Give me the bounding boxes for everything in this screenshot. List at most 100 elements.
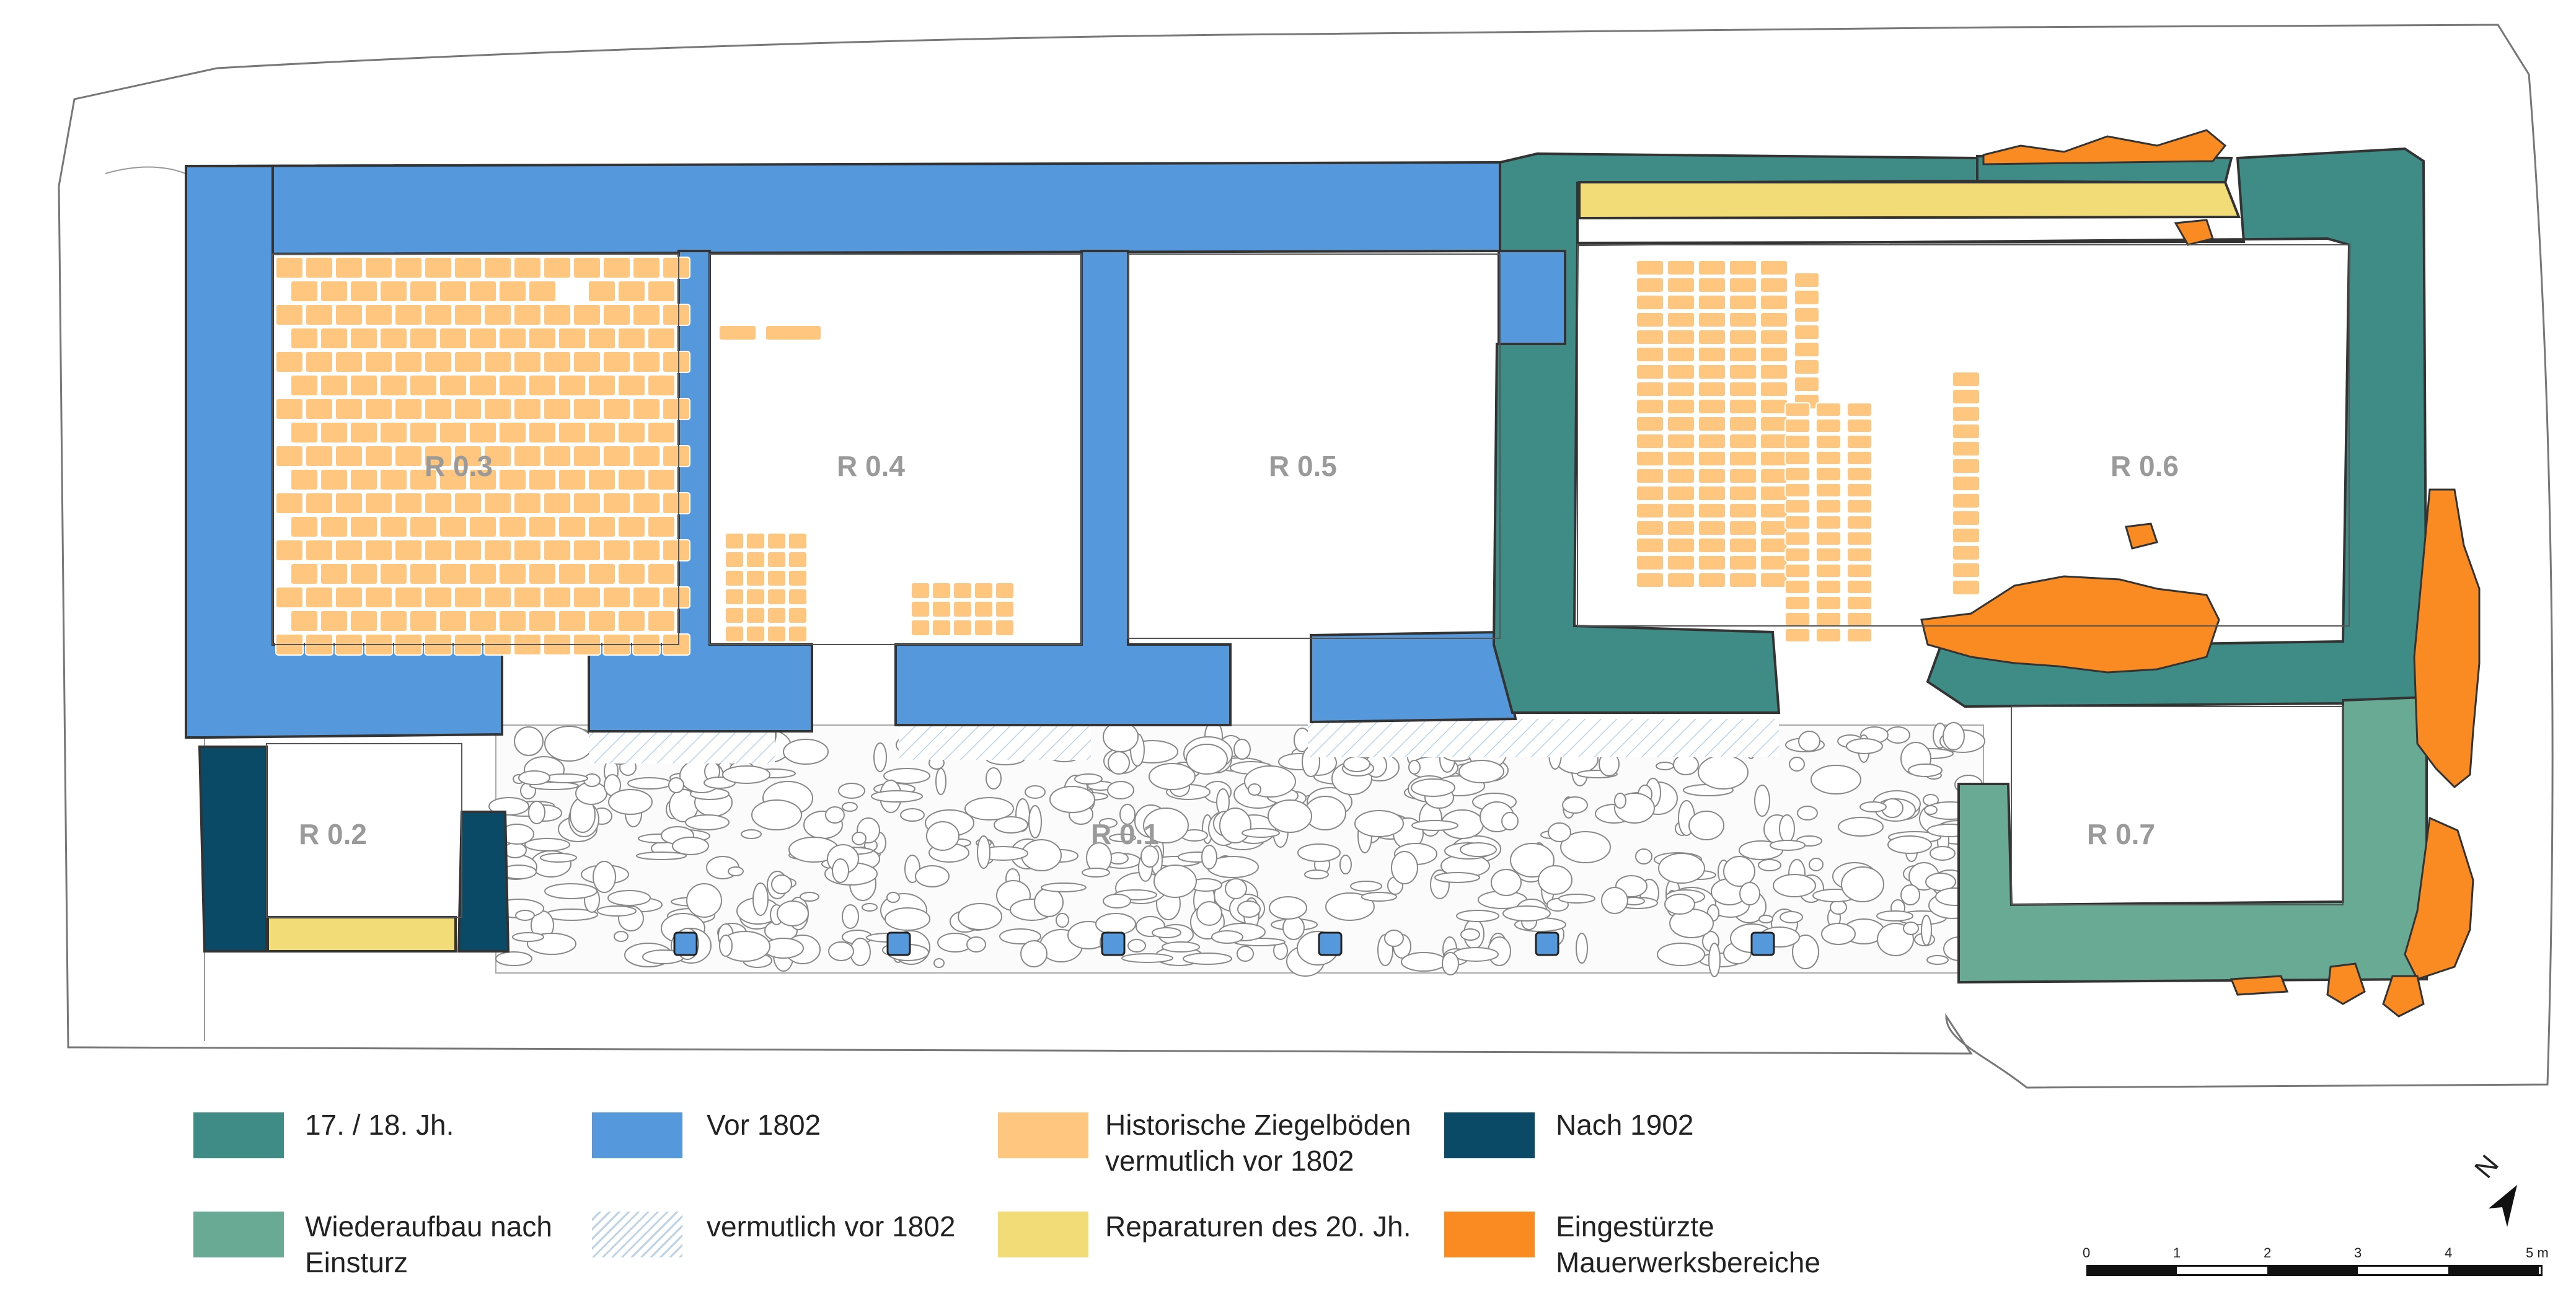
brick-tile bbox=[424, 586, 452, 609]
brick-tile bbox=[588, 374, 616, 397]
brick-tile bbox=[469, 421, 497, 444]
brick-tile bbox=[543, 398, 571, 420]
brick-tile bbox=[1760, 503, 1788, 519]
brick-tile bbox=[1667, 277, 1695, 293]
brick-tile bbox=[1760, 277, 1788, 293]
brick-tile bbox=[364, 492, 393, 514]
brick-tile bbox=[573, 351, 601, 373]
paving-stone bbox=[1859, 801, 1887, 812]
brick-tile bbox=[1729, 346, 1757, 363]
brick-tile bbox=[350, 516, 378, 538]
brick-tile bbox=[1698, 364, 1726, 380]
brick-tile bbox=[617, 421, 646, 444]
paving-stone bbox=[1792, 935, 1819, 969]
brick-tile bbox=[995, 582, 1015, 599]
brick-tile bbox=[1952, 441, 1980, 457]
brick-tile bbox=[528, 469, 557, 491]
paving-stone bbox=[1809, 858, 1824, 871]
paving-stone bbox=[1510, 843, 1555, 878]
brick-tile bbox=[662, 539, 690, 561]
brick-tile bbox=[1760, 433, 1788, 449]
brick-tile bbox=[1815, 563, 1842, 578]
brick-tile bbox=[1952, 389, 1980, 405]
scale-tick-3: 3 bbox=[2354, 1245, 2362, 1261]
brick-tile bbox=[275, 586, 304, 609]
scale-tick-2: 2 bbox=[2264, 1245, 2272, 1261]
brick-tile bbox=[1698, 485, 1726, 501]
paving-stone bbox=[1127, 939, 1146, 953]
brick-tile bbox=[647, 327, 676, 350]
brick-tile bbox=[305, 492, 333, 514]
legend-swatch-reparaturen bbox=[998, 1212, 1088, 1257]
brick-tile bbox=[379, 421, 408, 444]
paving-stone bbox=[1614, 793, 1626, 809]
brick-tile bbox=[788, 532, 808, 550]
brick-tile bbox=[1846, 596, 1872, 610]
legend-label-wiederaufbau: Wiederaufbau nach Einsturz bbox=[305, 1210, 552, 1278]
brick-tile bbox=[543, 445, 571, 467]
brick-tile bbox=[1846, 628, 1872, 643]
paving-stone bbox=[1099, 818, 1118, 828]
brick-tile bbox=[439, 610, 467, 632]
paving-stone bbox=[1237, 900, 1261, 918]
brick-tile bbox=[1794, 307, 1820, 323]
paving-stone bbox=[1838, 817, 1884, 837]
paving-stone bbox=[1491, 869, 1522, 896]
brick-tile bbox=[498, 374, 527, 397]
brick-tile bbox=[394, 257, 423, 279]
paving-stone bbox=[1453, 947, 1499, 962]
brick-tile bbox=[1846, 483, 1872, 498]
brick-tile bbox=[1815, 596, 1842, 610]
brick-tile bbox=[1667, 537, 1695, 553]
brick-tile bbox=[454, 586, 482, 609]
brick-tile bbox=[725, 588, 744, 605]
brick-tile bbox=[528, 374, 557, 397]
brick-tile bbox=[1729, 537, 1757, 553]
paving-stone bbox=[1876, 910, 1913, 922]
brick-tile bbox=[290, 421, 319, 444]
paving-stone bbox=[862, 903, 878, 912]
brick-tile bbox=[974, 601, 994, 618]
column-base bbox=[1750, 931, 1775, 956]
brick-tile bbox=[439, 421, 467, 444]
brick-tile bbox=[469, 516, 497, 538]
brick-tile bbox=[409, 374, 438, 397]
brick-tile bbox=[1698, 294, 1726, 310]
brick-tile bbox=[746, 570, 765, 587]
brick-tile bbox=[1698, 329, 1726, 345]
legend-label-eingestuerzt: Eingestürzte Mauerwerksbereiche bbox=[1556, 1210, 1820, 1278]
brick-tile bbox=[1815, 531, 1842, 546]
paving-stone bbox=[524, 838, 570, 852]
paving-stone bbox=[1408, 760, 1421, 775]
brick-tile bbox=[379, 327, 408, 350]
walls-reparaturen bbox=[267, 181, 2241, 953]
north-arrow: N bbox=[2469, 1150, 2517, 1227]
brick-tile bbox=[1846, 451, 1872, 465]
paving-stone bbox=[915, 865, 950, 887]
paving-stone bbox=[1698, 755, 1749, 790]
walls-wiederaufbau bbox=[1957, 695, 2428, 984]
brick-tile bbox=[1729, 381, 1757, 397]
brick-tile bbox=[528, 610, 557, 632]
brick-tile bbox=[350, 374, 378, 397]
paving-stone bbox=[783, 739, 829, 765]
paving-stone bbox=[1152, 927, 1181, 938]
brick-tile bbox=[1815, 467, 1842, 482]
brick-tile bbox=[439, 374, 467, 397]
paving-stone bbox=[1754, 785, 1770, 817]
paving-stone bbox=[1576, 933, 1588, 964]
brick-tile bbox=[1636, 572, 1664, 588]
brick-tile bbox=[1667, 398, 1695, 415]
paving-stone bbox=[1411, 820, 1458, 831]
brick-tile bbox=[454, 539, 482, 561]
brick-tile bbox=[1952, 510, 1980, 526]
paving-stone bbox=[1830, 900, 1847, 915]
paving-stone bbox=[1657, 943, 1705, 966]
brick-tile bbox=[1784, 515, 1811, 530]
brick-tile bbox=[558, 563, 586, 585]
brick-tile bbox=[394, 445, 423, 467]
brick-tile bbox=[483, 304, 512, 326]
brick-tile bbox=[1698, 572, 1726, 588]
paving-stone bbox=[1656, 762, 1674, 770]
brick-tile bbox=[1698, 346, 1726, 363]
